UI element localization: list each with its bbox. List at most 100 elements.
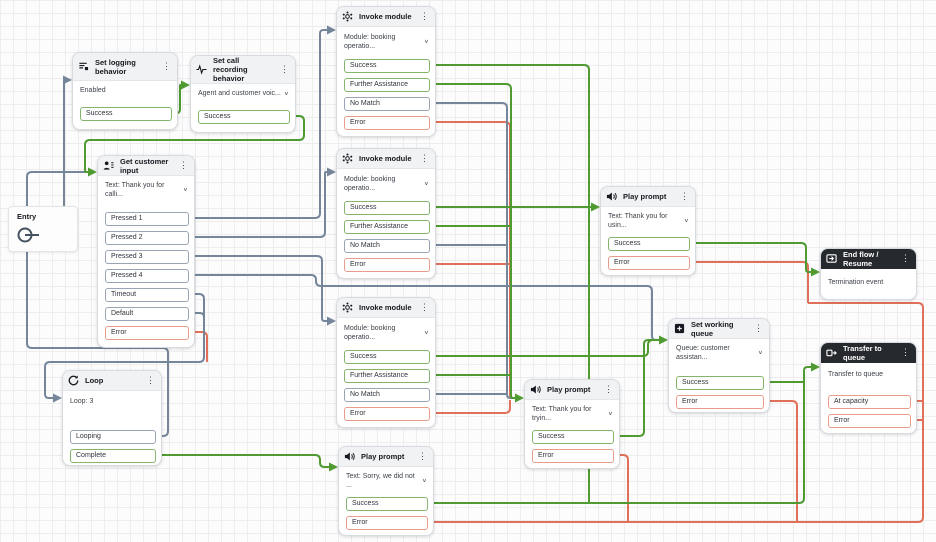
kebab-menu-icon[interactable]: ⋮ <box>420 11 429 21</box>
node-set-working-queue[interactable]: Set working queue⋮Queue: customer assist… <box>668 318 770 413</box>
kebab-menu-icon[interactable]: ⋮ <box>420 302 429 312</box>
node-header: Transfer to queue⋮ <box>821 343 916 363</box>
entry-node[interactable]: Entry <box>8 206 78 252</box>
node-body-text: Transfer to queue <box>828 371 883 378</box>
output-pressed-2[interactable]: Pressed 2 <box>105 231 189 245</box>
node-play-prompt-1[interactable]: Play prompt⋮Text: Thank you for usin...∨… <box>600 186 696 276</box>
node-header: Invoke module⋮ <box>337 7 435 27</box>
output-pressed-4[interactable]: Pressed 4 <box>105 269 189 283</box>
output-pressed-1[interactable]: Pressed 1 <box>105 212 189 226</box>
node-set-call-recording-behavior[interactable]: Set call recording behavior ⋮ Agent and cu… <box>190 55 296 133</box>
output-success[interactable]: Success <box>198 110 290 124</box>
kebab-menu-icon[interactable]: ⋮ <box>680 191 689 201</box>
connector-arrowhead <box>327 25 336 35</box>
node-title: Set logging behavior <box>95 57 136 76</box>
kebab-menu-icon[interactable]: ⋮ <box>280 64 289 74</box>
output-further-assistance[interactable]: Further Assistance <box>344 369 430 383</box>
output-no-match[interactable]: No Match <box>344 97 430 111</box>
kebab-menu-icon[interactable]: ⋮ <box>901 347 910 357</box>
node-dropdown[interactable]: Queue: customer assistan... ∨ <box>676 345 763 363</box>
output-further-assistance[interactable]: Further Assistance <box>344 220 430 234</box>
node-title: End flow / Resume <box>843 249 879 268</box>
node-body-text: Loop: 3 <box>70 398 94 405</box>
node-invoke-module-1[interactable]: Invoke module⋮ Module: booking operatio..… <box>336 6 436 137</box>
output-looping[interactable]: Looping <box>70 430 156 444</box>
output-success[interactable]: Success <box>80 107 172 121</box>
node-header: Invoke module ⋮ <box>337 298 435 318</box>
node-dropdown[interactable]: Agent and customer voic...∨ <box>198 90 289 99</box>
connector-neutral <box>190 29 327 219</box>
node-body-text: Text: Thank you for usin... <box>608 213 668 229</box>
node-dropdown[interactable]: Text: Thank you for usin...∨ <box>608 213 689 231</box>
connector-error <box>615 454 629 522</box>
output-success[interactable]: Success <box>676 376 764 390</box>
output-default[interactable]: Default <box>105 307 189 321</box>
connector-success <box>157 454 329 468</box>
node-body-text: Queue: customer assistan... <box>676 345 730 361</box>
output-error[interactable]: Error <box>676 395 764 409</box>
connector-arrowhead <box>327 167 336 177</box>
output-complete[interactable]: Complete <box>70 449 156 463</box>
node-get-customer-input[interactable]: Get customer input⋮Text: Thank you for c… <box>97 155 195 348</box>
node-invoke-module-3[interactable]: Invoke module ⋮ Module: booking operatio..… <box>336 297 436 428</box>
node-dropdown[interactable]: Text: Thank you for calli...∨ <box>105 182 188 200</box>
node-title: Set call recording behavior <box>213 56 248 83</box>
node-title: Invoke module <box>359 303 412 312</box>
chevron-down-icon: ∨ <box>757 350 763 356</box>
output-error[interactable]: Error <box>344 407 430 421</box>
node-header: Play prompt⋮ <box>339 447 433 467</box>
output-no-match[interactable]: No Match <box>344 239 430 253</box>
output-success[interactable]: Success <box>344 350 430 364</box>
node-dropdown[interactable]: Module: booking operatio...∨ <box>344 176 429 194</box>
kebab-menu-icon[interactable]: ⋮ <box>162 61 171 71</box>
kebab-menu-icon[interactable]: ⋮ <box>418 451 427 461</box>
kebab-menu-icon[interactable]: ⋮ <box>179 160 188 170</box>
chevron-down-icon: ∨ <box>182 187 188 193</box>
node-play-prompt-2[interactable]: Play prompt⋮Text: Thank you for tryin...… <box>524 379 620 469</box>
output-success[interactable]: Success <box>608 237 690 251</box>
kebab-menu-icon[interactable]: ⋮ <box>901 253 910 263</box>
output-error[interactable]: Error <box>344 258 430 272</box>
output-success[interactable]: Success <box>532 430 614 444</box>
output-timeout[interactable]: Timeout <box>105 288 189 302</box>
node-end-flow-resume[interactable]: End flow / Resume⋮Termination event <box>820 248 917 300</box>
node-dropdown[interactable]: Module: booking operatio...∨ <box>344 325 429 343</box>
output-error[interactable]: Error <box>608 256 690 270</box>
connector-arrowhead <box>53 393 62 403</box>
output-further-assistance[interactable]: Further Assistance <box>344 78 430 92</box>
node-play-prompt-3[interactable]: Play prompt⋮ Text: Sorry, we did not ...∨… <box>338 446 434 536</box>
kebab-menu-icon[interactable]: ⋮ <box>604 384 613 394</box>
output-error[interactable]: Error <box>344 116 430 130</box>
node-transfer-to-queue[interactable]: Transfer to queue⋮ Transfer to queue At ca… <box>820 342 917 434</box>
loop-icon <box>68 375 80 387</box>
output-success[interactable]: Success <box>344 201 430 215</box>
node-dropdown[interactable]: Module: booking operatio...∨ <box>344 34 429 52</box>
node-dropdown[interactable]: Text: Sorry, we did not ...∨ <box>346 473 427 491</box>
node-header: Set logging behavior ⋮ <box>73 53 177 81</box>
kebab-menu-icon[interactable]: ⋮ <box>754 323 763 333</box>
connector-arrowhead <box>63 75 72 85</box>
node-invoke-module-2[interactable]: Invoke module⋮Module: booking operatio..… <box>336 148 436 279</box>
output-pressed-3[interactable]: Pressed 3 <box>105 250 189 264</box>
output-no-match[interactable]: No Match <box>344 388 430 402</box>
play-prompt-icon <box>530 384 542 396</box>
connector-arrowhead <box>88 167 97 177</box>
output-error[interactable]: Error <box>532 449 614 463</box>
output-error[interactable]: Error <box>346 516 428 530</box>
output-success[interactable]: Success <box>344 59 430 73</box>
output-error[interactable]: Error <box>828 414 911 428</box>
connector-success <box>431 83 515 399</box>
call-recording-icon <box>196 64 208 76</box>
node-header: Loop⋮ <box>63 371 161 391</box>
output-success[interactable]: Success <box>346 497 428 511</box>
kebab-menu-icon[interactable]: ⋮ <box>146 375 155 385</box>
connector-neutral <box>190 274 660 341</box>
kebab-menu-icon[interactable]: ⋮ <box>420 153 429 163</box>
output-error[interactable]: Error <box>105 326 189 340</box>
output-at-capacity[interactable]: At capacity <box>828 395 911 409</box>
connector-success <box>84 115 305 173</box>
node-dropdown[interactable]: Text: Thank you for tryin...∨ <box>532 406 613 424</box>
node-body-text: Agent and customer voic... <box>198 90 281 97</box>
